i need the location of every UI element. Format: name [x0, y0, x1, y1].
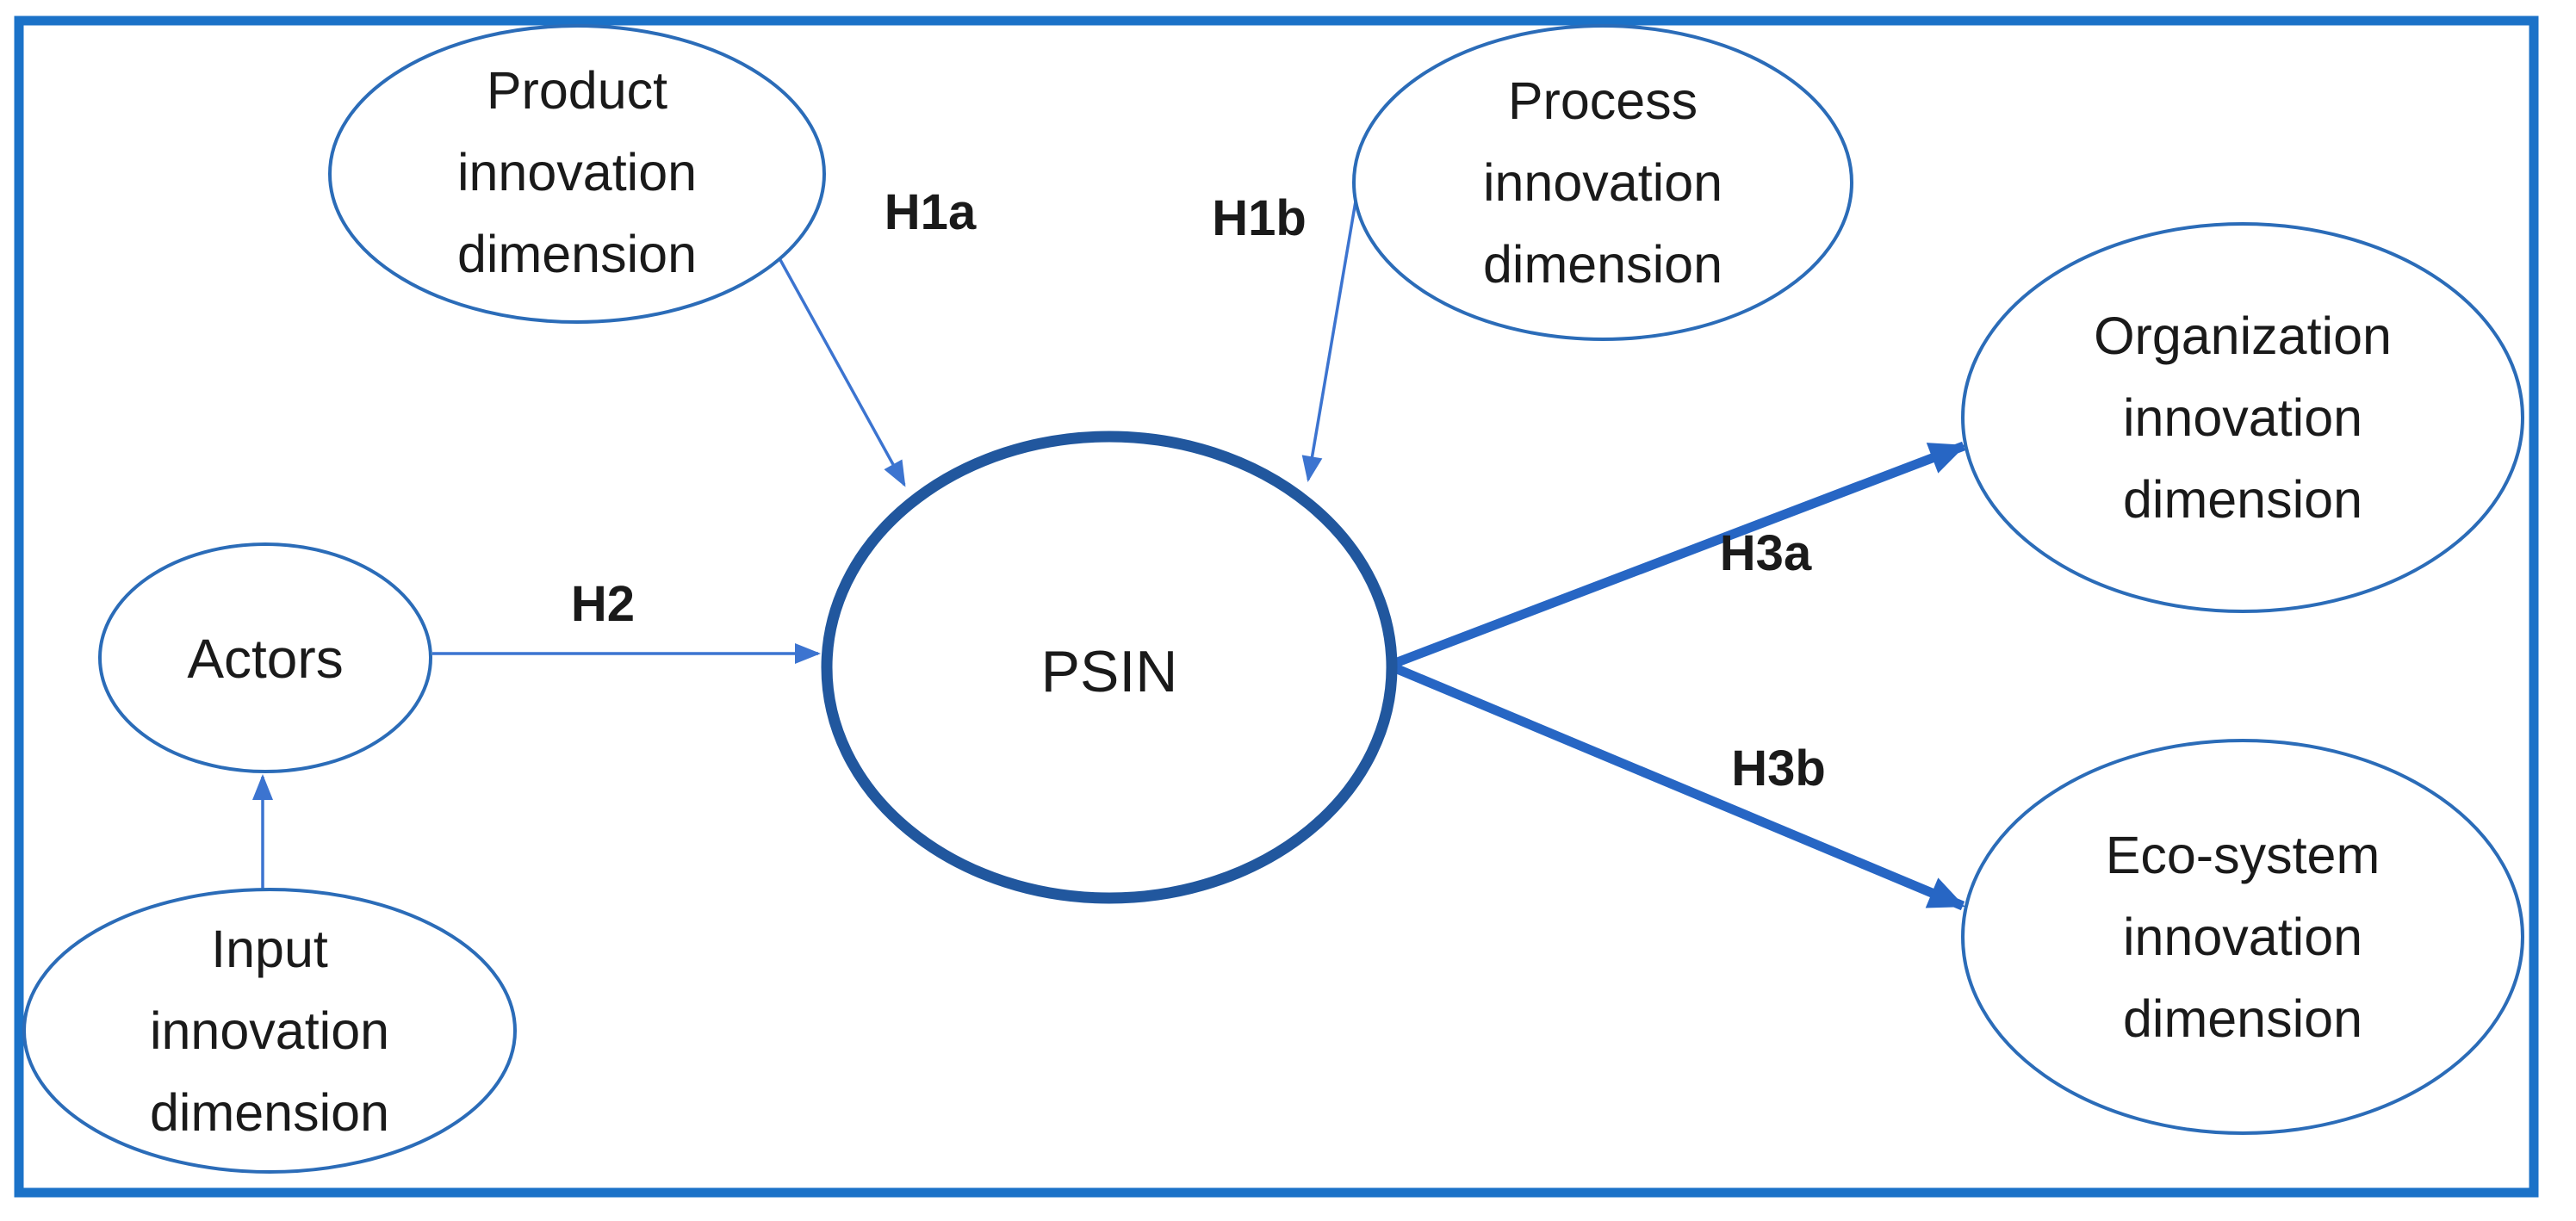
label-line: innovation: [2123, 388, 2362, 447]
label-process-innovation-dimension: Process innovation dimension: [1483, 71, 1723, 294]
label-line: Input: [211, 920, 328, 978]
arrow-h3b-psin-to-ecosystem: [1393, 663, 1965, 911]
label-psin: PSIN: [1041, 639, 1178, 704]
label-line: dimension: [2123, 470, 2362, 529]
label-ecosystem-innovation-dimension: Eco-system innovation dimension: [2106, 826, 2380, 1048]
label-line: dimension: [1483, 235, 1723, 294]
label-line: innovation: [1483, 153, 1723, 212]
label-line: Eco-system: [2106, 826, 2380, 884]
edge-label-h3a: H3a: [1720, 525, 1812, 581]
label-organization-innovation-dimension: Organization innovation dimension: [2094, 307, 2392, 529]
outer-frame-border: [14, 15, 2539, 1198]
arrow-h1b-process-to-psin: [1301, 190, 1359, 482]
arrow-h3a-psin-to-organization: [1394, 441, 1966, 668]
node-organization-innovation-dimension: [1961, 222, 2524, 613]
node-actors: [98, 542, 432, 773]
edge-label-h3b: H3b: [1731, 741, 1826, 796]
label-line: Product: [487, 61, 667, 120]
edge-label-h1a: H1a: [885, 184, 977, 240]
label-line: Organization: [2094, 307, 2392, 365]
node-ecosystem-innovation-dimension: [1961, 739, 2524, 1135]
edge-label-h1b: H1b: [1212, 190, 1307, 246]
label-product-innovation-dimension: Product innovation dimension: [457, 61, 697, 283]
label-line: dimension: [150, 1083, 389, 1142]
label-input-innovation-dimension: Input innovation dimension: [150, 920, 389, 1142]
label-line: Process: [1508, 71, 1698, 130]
label-line: innovation: [150, 1001, 389, 1060]
label-line: dimension: [2123, 989, 2362, 1048]
node-psin: [821, 431, 1398, 904]
node-process-innovation-dimension: [1352, 24, 1853, 341]
label-actors: Actors: [187, 628, 343, 690]
label-line: innovation: [2123, 908, 2362, 966]
edge-label-h2: H2: [571, 576, 635, 632]
label-line: dimension: [457, 225, 697, 283]
node-input-innovation-dimension: [22, 888, 517, 1174]
arrow-h1a-product-to-psin: [778, 257, 906, 487]
node-product-innovation-dimension: [328, 24, 826, 324]
label-line: innovation: [457, 143, 697, 201]
